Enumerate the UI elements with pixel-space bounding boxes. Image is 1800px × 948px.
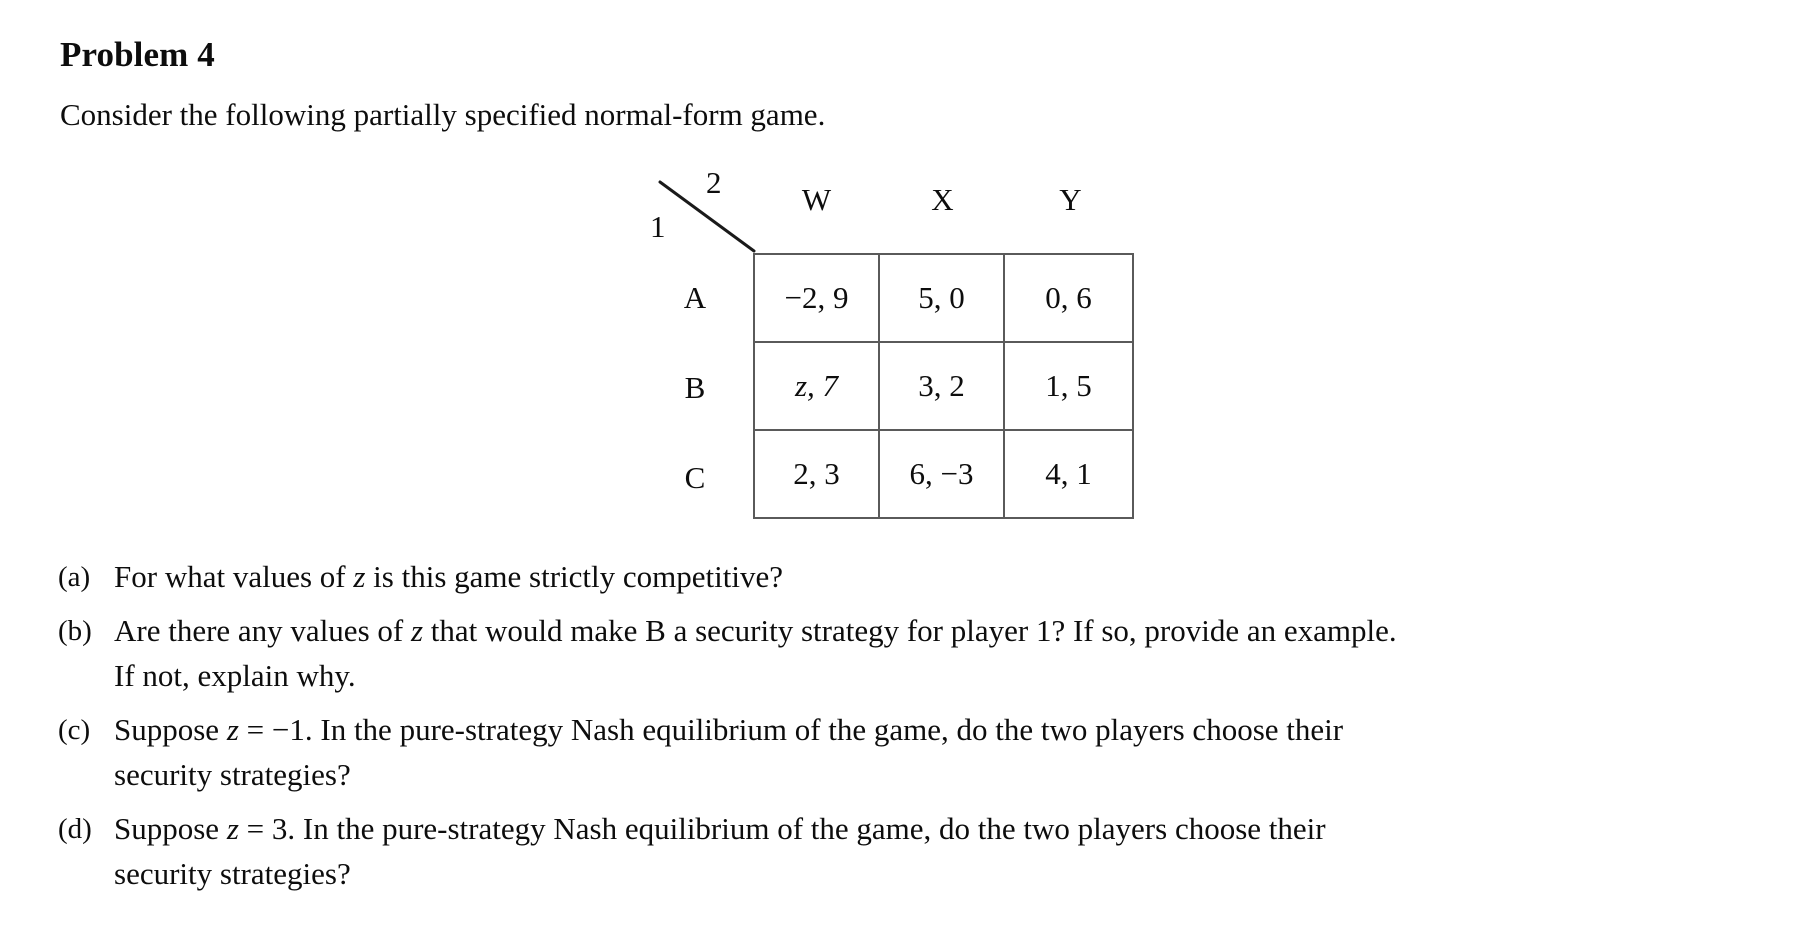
cell-c-y: 4, 1 [1003,429,1134,519]
question-marker-c: (c) [58,713,91,746]
question-text-c: Suppose z = −1. In the pure-strategy Nas… [114,708,1758,798]
list-item: (c) Suppose z = −1. In the pure-strategy… [58,708,1758,798]
cell-c-w: 2, 3 [753,429,880,519]
matrix-column-headers: W X Y [753,182,1136,243]
list-item: (d) Suppose z = 3. In the pure-strategy … [58,807,1758,897]
cell-b-x: 3, 2 [878,341,1005,431]
cell-a-y: 0, 6 [1003,253,1134,343]
cell-b-y: 1, 5 [1003,341,1134,431]
question-marker-d: (d) [58,812,92,845]
player-1-label: 1 [650,209,666,244]
question-c-line2: security strategies? [114,756,351,792]
question-b-variable: z [410,612,424,648]
question-b-part1: Are there any values of [114,612,411,648]
player-2-label: 2 [706,165,722,200]
question-b-line2: If not, explain why. [114,657,356,693]
question-d-part2: = 3. In the pure-strategy Nash equilibri… [238,810,1326,846]
question-d-variable: z [226,810,239,846]
question-text-b: Are there any values of z that would mak… [114,609,1758,699]
matrix-row-headers: A B C [640,253,750,523]
question-a-part2: is this game strictly competitive? [365,559,783,594]
cell-a-x: 5, 0 [878,253,1005,343]
question-a-variable: z [353,559,366,594]
question-c-part1: Suppose [114,711,227,747]
table-row: z, 7 3, 2 1, 5 [753,341,1134,431]
question-text-a: For what values of z is this game strict… [114,555,1758,600]
cell-c-x: 6, −3 [878,429,1005,519]
question-marker-a: (a) [58,561,91,593]
question-text-d: Suppose z = 3. In the pure-strategy Nash… [114,807,1758,897]
column-header-x: X [931,182,954,217]
row-header-a: A [683,280,707,315]
question-list: (a) For what values of z is this game st… [58,555,1758,906]
cell-b-w: z, 7 [753,341,880,431]
payoff-table: −2, 9 5, 0 0, 6 z, 7 3, 2 1, 5 2, 3 6, −… [753,253,1134,519]
diagonal-divider-line [658,180,756,253]
table-row: −2, 9 5, 0 0, 6 [753,253,1134,343]
cell-a-w: −2, 9 [753,253,880,343]
matrix-corner-cell: 2 1 [640,165,758,255]
question-marker-b: (b) [58,614,92,647]
cell-b-w-text: z, 7 [794,368,839,403]
column-header-w: W [801,182,832,217]
page-title: Problem 4 [60,35,215,74]
intro-sentence: Consider the following partially specifi… [60,97,826,132]
question-d-part1: Suppose [114,810,227,846]
question-c-part2: = −1. In the pure-strategy Nash equilibr… [238,711,1344,747]
normal-form-game-matrix: 2 1 W X Y A B C −2, 9 5, 0 0, 6 z, 7 3, … [640,165,1160,535]
list-item: (b) Are there any values of z that would… [58,609,1758,699]
column-header-y: Y [1059,182,1082,217]
row-header-c: C [684,460,706,495]
question-b-part2: that would make B a security strategy fo… [423,612,1397,648]
row-header-b: B [684,370,706,405]
question-c-variable: z [226,711,239,747]
table-row: 2, 3 6, −3 4, 1 [753,429,1134,519]
question-a-part1: For what values of [114,559,354,594]
list-item: (a) For what values of z is this game st… [58,555,1758,600]
question-d-line2: security strategies? [114,855,351,891]
